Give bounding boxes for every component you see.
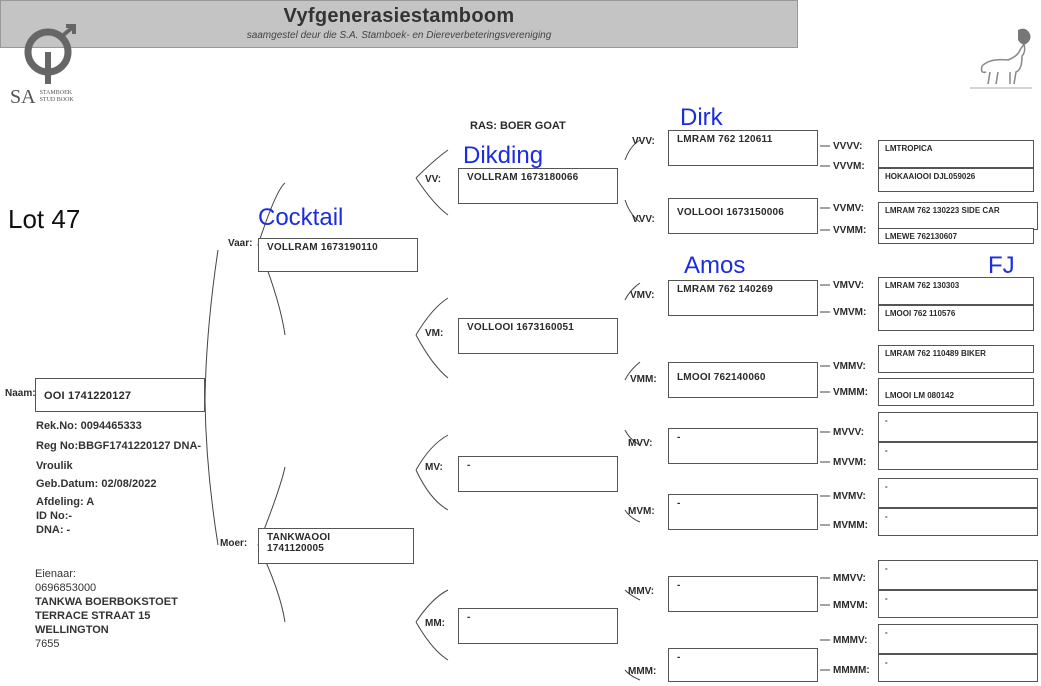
logo-text-sa: SA [10,86,36,108]
g4-box-vmvm: LMOOI 762 110576 [878,305,1034,331]
g4-box-mmvv: - [878,560,1038,590]
annotation-cocktail: Cocktail [258,204,344,231]
g4-label-mvvv: MVVV: [833,427,865,438]
vmv-box: LMRAM 762 140269 [668,280,818,316]
mm-box: - [458,608,618,644]
g4-box-mmvm: - [878,590,1038,618]
lot-number: Lot 47 [8,204,81,234]
g4-label-vmmm: VMMM: [833,387,868,398]
animal-name-box: OOI 1741220127 [35,378,205,412]
g4-label-vvvm: VVVM: [833,161,865,172]
annotation-dikding: Dikding [463,142,544,169]
dna: DNA: - [36,524,71,536]
rek-no: Rek.No: 0094465333 [36,420,142,432]
id-no: ID No:- [36,510,73,522]
vvm-label: VVV: [632,214,655,225]
g4-box-vmmm: LMOOI LM 080142 [878,378,1034,406]
mv-box: - [458,456,618,492]
annotation-fj: FJ [988,252,1015,279]
vm-box: VOLLOOI 1673160051 [458,318,618,354]
mvm-box: - [668,494,818,530]
vmm-label: VMM: [630,374,657,385]
owner-street: TERRACE STRAAT 15 [35,610,151,622]
mmm-box: - [668,648,818,682]
g4-label-vvvv: VVVV: [833,141,863,152]
g4-box-vvvv: LMTROPICA [878,140,1034,168]
mvv-box: - [668,428,818,464]
vvv-label: VVV: [632,136,655,147]
owner-name: TANKWA BOERBOKSTOET [35,596,178,608]
breed-label: RAS: BOER GOAT [470,120,566,132]
owner-phone: 0696853000 [35,582,97,594]
g4-label-mmmv: MMMV: [833,635,868,646]
mmv-label: MMV: [628,586,655,597]
g4-label-mmvm: MMVM: [833,600,868,611]
g4-label-mmvv: MMVV: [833,573,866,584]
sire-box: VOLLRAM 1673190110 [258,238,418,272]
dam-name-line2: 1741120005 [267,543,325,554]
mmm-label: MMM: [628,666,657,677]
g4-label-mmmm: MMMM: [833,665,870,676]
vvm-box: VOLLOOI 1673150006 [668,198,818,234]
g4-label-vvmm: VVMM: [833,225,867,236]
g4-label-mvvm: MVVM: [833,457,867,468]
vmm-box: LMOOI 762140060 [668,362,818,398]
mvv-label: MVV: [628,438,653,449]
g4-box-mvvv: - [878,412,1038,442]
owner-town: WELLINGTON [35,624,109,636]
sa-studbook-logo: SA STAMBOEK STUD BOOK [8,22,98,108]
annotation-dirk: Dirk [680,104,723,131]
vm-label: VM: [425,328,444,339]
g4-box-vvvm: HOKAAIOOI DJL059026 [878,168,1034,192]
owner-postcode: 7655 [35,638,60,650]
mvm-label: MVM: [628,506,655,517]
goat-illustration [960,22,1036,94]
vmv-label: VMV: [630,290,655,301]
g4-box-vvmm: LMEWE 762130607 [878,228,1034,244]
afdeling: Afdeling: A [36,496,95,508]
dam-name-line1: TANKWAOOI [267,532,331,543]
g4-box-vmmv: LMRAM 762 110489 BIKER [878,345,1034,373]
vvv-box: LMRAM 762 120611 [668,130,818,166]
mv-label: MV: [425,462,443,473]
sex: Vroulik [36,460,73,472]
g4-box-mvmv: - [878,478,1038,508]
g4-label-vmvv: VMVV: [833,280,865,291]
g4-box-mvvm: - [878,442,1038,470]
logo-text-line1: STAMBOEK [39,90,73,96]
g4-label-mvmv: MVMV: [833,491,866,502]
page-subtitle: saamgestel deur die S.A. Stamboek- en Di… [246,30,552,41]
g4-box-mvmm: - [878,508,1038,536]
mmv-box: - [668,576,818,612]
moer-label: Moer: [220,538,248,549]
vv-label: VV: [425,174,442,185]
g4-box-vvmv: LMRAM 762 130223 SIDE CAR [878,202,1038,230]
owner-label: Eienaar: [35,568,76,580]
g4-label-vvmv: VVMV: [833,203,865,214]
vv-box: VOLLRAM 1673180066 [458,168,618,204]
g4-box-mmmm: - [878,654,1038,682]
g4-label-vmvm: VMVM: [833,307,867,318]
g4-label-vmmv: VMMV: [833,361,866,372]
reg-no: Reg No:BBGF1741220127 DNA- [36,440,202,452]
g4-label-mvmm: MVMM: [833,520,868,531]
g4-box-mmmv: - [878,624,1038,654]
geb-datum: Geb.Datum: 02/08/2022 [36,478,157,490]
dam-box: TANKWAOOI 1741120005 [258,528,414,564]
title-bar: Vyfgenerasiestamboom saamgestel deur die… [0,0,798,48]
studbook-emblem-icon [24,24,76,84]
logo-text-line2: STUD BOOK [39,97,74,103]
mm-label: MM: [425,618,445,629]
vaar-label: Vaar: [228,238,253,249]
g4-box-vmvv: LMRAM 762 130303 [878,277,1034,305]
page-title: Vyfgenerasiestamboom [283,5,515,27]
naam-label: Naam: [5,388,36,399]
annotation-amos: Amos [684,252,746,279]
